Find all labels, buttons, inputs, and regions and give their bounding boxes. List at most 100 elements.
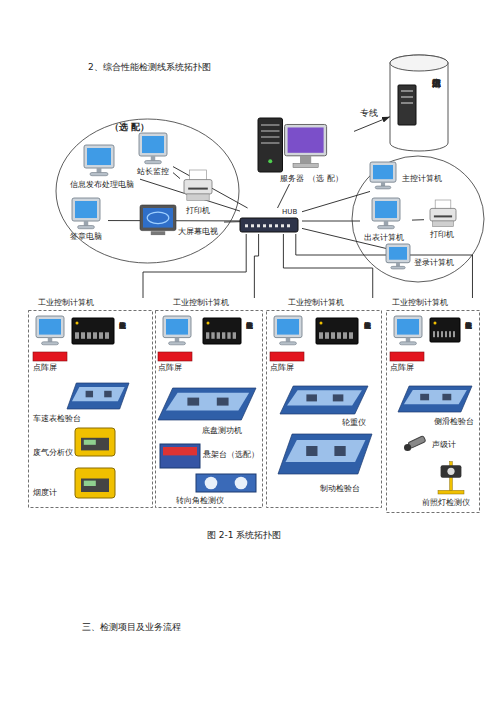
module-port <box>93 332 97 339</box>
server-light <box>268 159 272 163</box>
acquisition-module: 高速智能化采集模块 <box>430 316 478 382</box>
node-label: 登录计算机 <box>414 258 454 267</box>
computer: 登录计算机 <box>386 244 466 272</box>
node-label: 签章电脑 <box>70 232 102 241</box>
hub-port <box>269 224 272 227</box>
section-heading: 三、检测项目及业务流程 <box>82 622 181 633</box>
led-panel <box>158 352 192 361</box>
hub-port <box>251 224 254 227</box>
analyzer-display <box>84 440 96 445</box>
printer-body <box>184 180 212 194</box>
module-port <box>441 331 443 337</box>
printer-tray <box>187 194 209 200</box>
analyzer-body <box>75 428 115 456</box>
node-label: 工业控制计算机 <box>38 298 94 307</box>
brake-tester: 制动检验台 <box>278 434 378 498</box>
monitor-frame <box>72 198 100 221</box>
module-port <box>337 332 341 339</box>
monitor-frame <box>163 316 191 338</box>
platform-body <box>196 474 256 492</box>
node-label: 工业控制计算机 <box>288 298 344 307</box>
server-bay <box>401 102 413 104</box>
module-port <box>437 331 439 337</box>
monitor-frame <box>84 145 114 168</box>
node-icon <box>203 316 261 382</box>
monitor-stand <box>175 338 179 342</box>
module-body <box>72 318 114 344</box>
optional-group-ellipse: （选 配）信息发布处理电脑站长监控打印机签章电脑大屏幕电视 <box>55 118 240 264</box>
bench-top <box>166 393 249 411</box>
led-display: 点阵屏 <box>158 352 196 374</box>
monitor-screen <box>75 201 97 218</box>
hub-port <box>281 224 284 227</box>
module-port <box>445 331 447 337</box>
module-port <box>99 332 103 339</box>
tv-stand <box>151 231 165 235</box>
node-label: （选 配） <box>308 174 343 183</box>
dynamometer: 底盘测功机 <box>158 388 260 438</box>
node-icon <box>390 55 452 153</box>
led-panel <box>390 352 424 361</box>
monitor-base <box>293 163 318 167</box>
server-tower <box>258 118 283 172</box>
node-label: 站长监控 <box>137 167 169 176</box>
node-label: 声级计 <box>432 440 456 449</box>
diagram-title: 2、综合性能检测线系统拓扑图 <box>88 62 211 73</box>
module-light <box>207 322 210 325</box>
led-panel <box>33 352 67 361</box>
test-bench: 车速表检验台 <box>33 383 145 425</box>
module-port <box>105 332 109 339</box>
bench-body <box>67 383 129 409</box>
module-port <box>81 332 85 339</box>
bench-roller <box>306 446 317 456</box>
node-icon <box>316 316 378 382</box>
bench-roller <box>420 394 429 401</box>
meter-mic <box>404 444 411 451</box>
module-body <box>316 318 358 344</box>
module-port <box>331 332 335 339</box>
hub: HUB <box>240 208 302 234</box>
monitor-screen <box>375 201 397 218</box>
station-box: 工业控制计算机点阵屏高速智能化采集模块车速表检验台废气分析仪烟度计 <box>28 298 153 508</box>
monitor-screen <box>39 319 61 335</box>
monitor-screen <box>288 127 324 152</box>
monitor-stand <box>384 221 388 225</box>
monitor-stand <box>396 263 400 267</box>
module-light <box>434 322 437 325</box>
station-outline <box>29 311 153 508</box>
platform-body <box>160 444 200 468</box>
node-label: 点阵屏 <box>390 363 414 372</box>
module-light <box>320 322 323 325</box>
tv-swirl <box>147 212 169 224</box>
node-label: 工业控制计算机 <box>173 298 229 307</box>
suspension-tester: 悬架台（选配） <box>160 442 260 472</box>
module-port <box>343 332 347 339</box>
node-label: 底盘测功机 <box>202 426 242 435</box>
connector-line <box>302 191 370 211</box>
printer-tray <box>433 221 454 227</box>
connector-line <box>143 234 246 298</box>
printer-slot <box>434 215 452 217</box>
edge-label: 专线 <box>360 108 378 119</box>
monitor-base <box>378 226 395 229</box>
analyzer-panel <box>81 479 109 493</box>
led-display: 点阵屏 <box>270 352 308 374</box>
node-label: 打印机 <box>430 230 454 239</box>
monitor-base <box>400 342 417 345</box>
led-panel <box>270 352 304 361</box>
bench-top <box>404 390 467 404</box>
node-icon <box>33 464 145 504</box>
node-label: 信息发布处理电脑 <box>70 180 134 189</box>
bench-body <box>280 386 368 414</box>
node-label: 侧滑检验台 <box>434 417 474 426</box>
node-label: 点阵屏 <box>270 363 294 372</box>
station-outline <box>267 311 382 508</box>
node-label: 点阵屏 <box>33 363 57 372</box>
module-port <box>211 332 214 339</box>
acquisition-module: 高速智能化采集模块 <box>316 316 378 382</box>
server-bay <box>401 90 413 92</box>
acquisition-module: 高速智能化采集模块 <box>203 316 261 382</box>
station-outline <box>387 311 480 513</box>
tv-screen: 大屏幕电视 <box>140 205 224 241</box>
monitor-base <box>90 173 108 176</box>
